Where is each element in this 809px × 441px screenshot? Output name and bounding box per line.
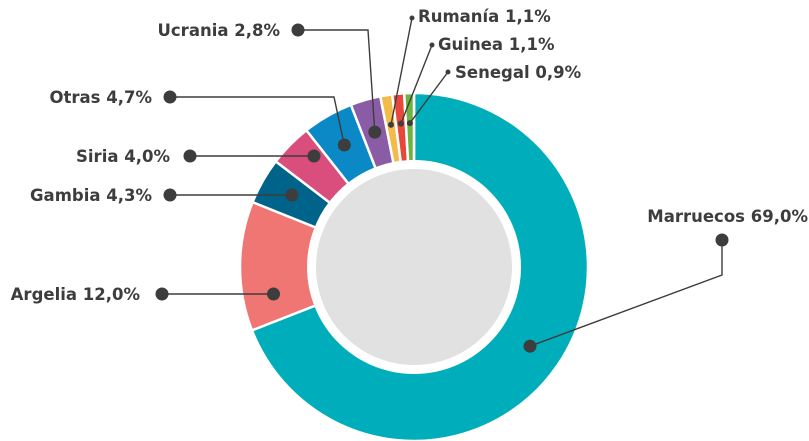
label-dot-gambia	[163, 188, 177, 202]
label-dot-argelia	[155, 287, 169, 301]
label-otras: Otras 4,7%	[49, 88, 152, 107]
label-dot-rumania	[409, 15, 415, 21]
slice-dot-guinea	[397, 120, 404, 127]
slice-dot-gambia	[285, 188, 299, 202]
label-dot-guinea	[429, 42, 435, 48]
label-ucrania: Ucrania 2,8%	[158, 21, 281, 40]
leader-ucrania	[298, 29, 376, 133]
slice-dot-argelia	[267, 287, 280, 301]
label-dot-siria	[183, 149, 197, 163]
label-senegal: Senegal 0,9%	[455, 63, 582, 82]
label-dot-senegal	[445, 69, 451, 75]
leader-lines	[155, 15, 729, 353]
slice-dot-rumania	[388, 121, 394, 128]
label-dot-ucrania	[291, 23, 305, 37]
label-rumania: Rumanía 1,1%	[418, 7, 551, 26]
leader-otras	[170, 96, 345, 146]
slice-dot-senegal	[406, 120, 413, 127]
label-argelia: Argelia 12,0%	[11, 285, 141, 304]
donut-center	[316, 169, 512, 365]
leader-rumania	[390, 17, 413, 125]
slice-dot-ucrania	[368, 125, 382, 139]
leader-senegal	[409, 71, 449, 124]
slice-dot-siria	[307, 149, 321, 163]
label-guinea: Guinea 1,1%	[438, 35, 555, 54]
label-gambia: Gambia 4,3%	[30, 186, 152, 205]
slice-dot-marruecos	[523, 339, 537, 353]
slice-dot-otras	[337, 138, 351, 152]
slice-labels: Marruecos 69,0% Argelia 12,0% Gambia 4,3% S…	[11, 7, 809, 304]
label-dot-marruecos	[715, 233, 729, 247]
label-marruecos: Marruecos 69,0%	[647, 207, 808, 226]
label-dot-otras	[163, 90, 177, 104]
label-siria: Siria 4,0%	[76, 147, 170, 166]
leader-guinea	[400, 44, 433, 124]
leader-marruecos	[529, 240, 723, 347]
